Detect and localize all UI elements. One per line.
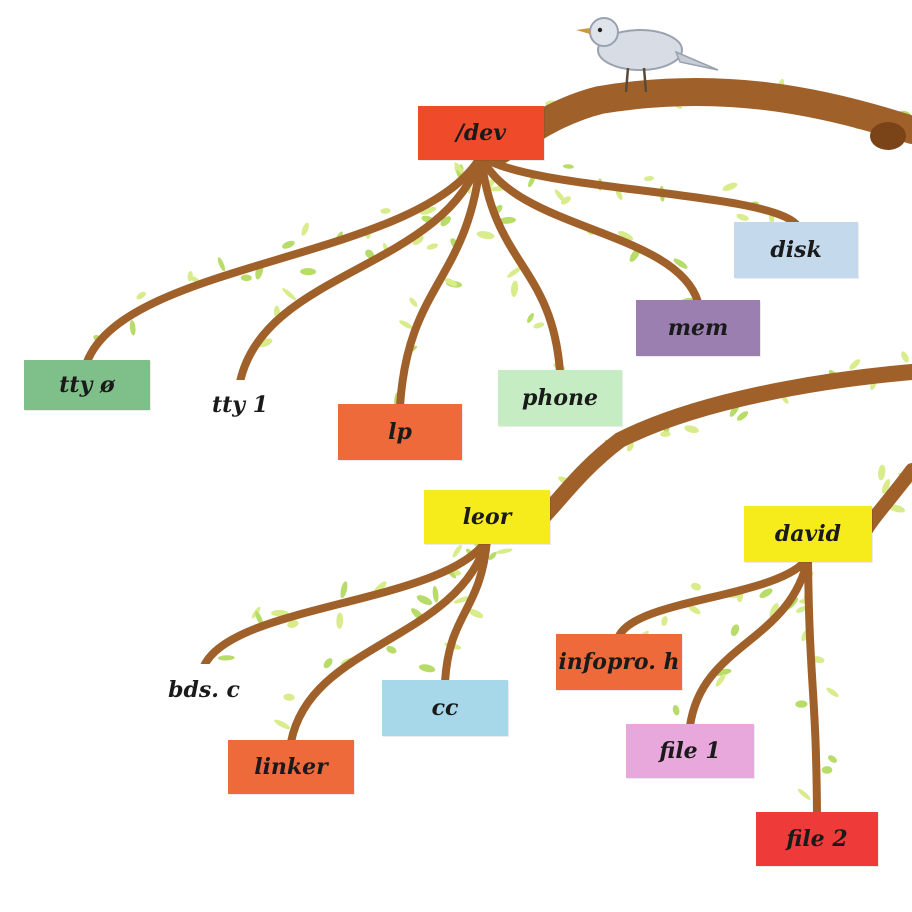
node-lp: lp: [338, 404, 462, 460]
leaf: [877, 464, 886, 481]
branch-dev-mem: [481, 156, 698, 302]
leaf: [533, 321, 545, 330]
leaf: [129, 320, 136, 336]
node-tty0: tty ø: [24, 360, 150, 410]
node-cc: cc: [382, 680, 508, 736]
leaf: [408, 296, 419, 308]
leaf: [426, 242, 439, 251]
leaf: [825, 686, 840, 699]
node-infopro: infopro. h: [556, 634, 682, 690]
node-linker: linker: [228, 740, 354, 794]
leaf: [300, 222, 311, 237]
leaf: [216, 256, 226, 272]
leaf: [722, 181, 739, 193]
leaf: [510, 280, 519, 297]
node-leor: leor: [424, 490, 550, 544]
leaf: [683, 424, 699, 434]
leaf: [418, 663, 436, 674]
leaf: [822, 766, 833, 774]
leaf: [496, 547, 513, 555]
leaf: [135, 290, 147, 301]
branch-dev-disk: [481, 156, 796, 224]
leaf: [900, 350, 911, 364]
leaf: [339, 581, 349, 599]
branch-david-file1: [690, 558, 808, 726]
leaf: [729, 623, 740, 637]
leaf: [432, 586, 440, 603]
node-file2: file 2: [756, 812, 878, 866]
leaf: [283, 693, 295, 701]
leaf: [336, 612, 343, 629]
leaf: [848, 358, 862, 372]
branch-david-infopro: [619, 558, 808, 636]
leaf: [563, 164, 574, 169]
leaf: [660, 431, 671, 437]
node-disk: disk: [734, 222, 858, 278]
leaf: [281, 287, 297, 302]
node-dev: /dev: [418, 106, 544, 160]
leaf: [218, 655, 235, 661]
leaf: [281, 239, 296, 250]
node-tty1: tty 1: [192, 380, 288, 430]
branch-dev-tty0: [87, 156, 481, 362]
node-file1: file 1: [626, 724, 754, 778]
leaf: [797, 787, 812, 801]
leaf: [241, 274, 252, 281]
leaf: [385, 644, 398, 655]
leaf: [827, 754, 839, 765]
leaf: [476, 230, 495, 241]
leaf: [735, 410, 749, 423]
leaf: [795, 700, 807, 708]
branch-david-file2: [808, 558, 817, 814]
leaf: [300, 268, 316, 275]
leaf: [451, 544, 463, 559]
main-limb-top: [500, 92, 912, 150]
node-bdsc: bds. c: [148, 664, 260, 716]
leaf: [690, 581, 702, 591]
leaf: [553, 188, 567, 204]
leaf: [415, 593, 433, 607]
branch-knot: [870, 122, 906, 150]
leaf: [526, 312, 536, 324]
leaf: [380, 208, 391, 214]
leaf: [672, 704, 681, 716]
leaf: [736, 212, 750, 222]
leaf: [322, 657, 334, 670]
node-david: david: [744, 506, 872, 562]
node-mem: mem: [636, 300, 760, 356]
leaf: [644, 175, 655, 181]
leaf: [273, 718, 291, 731]
node-phone: phone: [498, 370, 622, 426]
leaf: [660, 615, 668, 626]
